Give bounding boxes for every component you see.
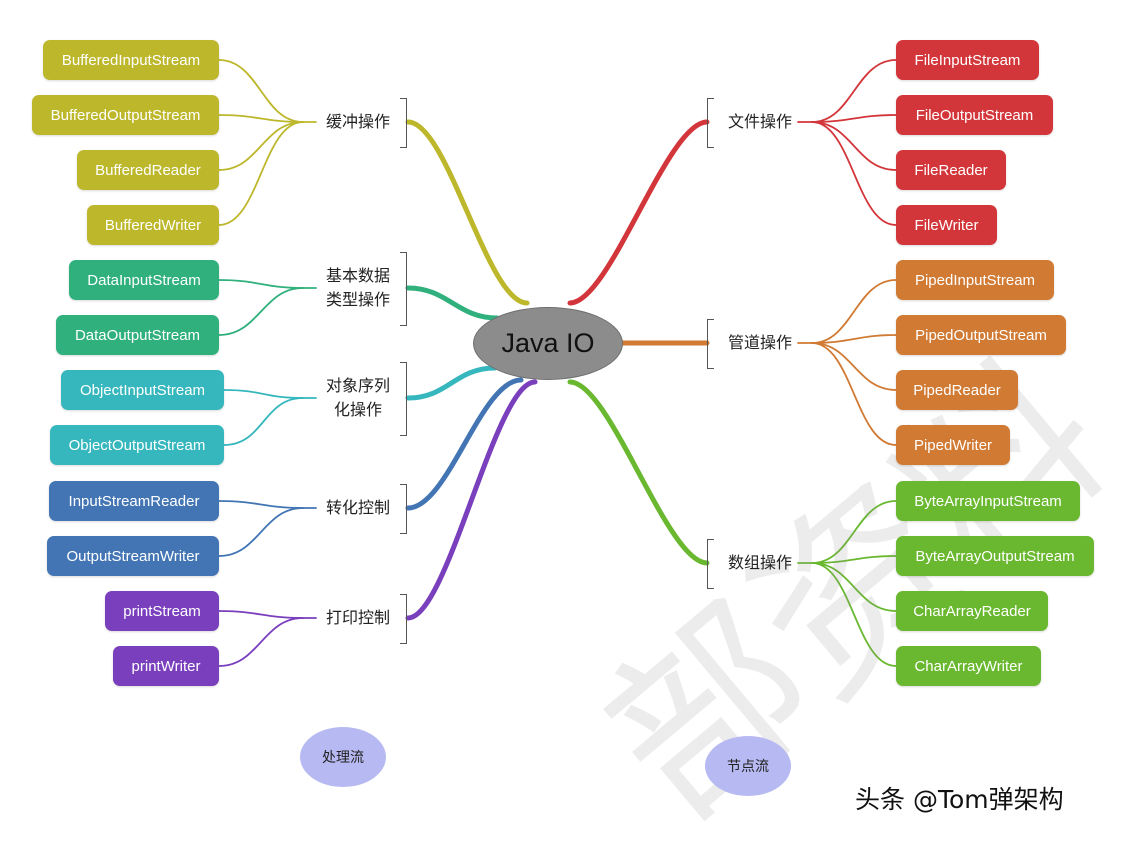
branch-right-0-2 bbox=[811, 121, 897, 171]
branch-left-4-1 bbox=[218, 617, 304, 667]
right-group-label-2: 数组操作 bbox=[727, 553, 792, 572]
branch-left-3-0 bbox=[218, 500, 304, 509]
center-node-java-io: Java IO bbox=[473, 307, 623, 380]
branch-right-2-1 bbox=[811, 555, 897, 564]
branch-left-0-2 bbox=[218, 121, 304, 171]
class-node: PipedOutputStream bbox=[896, 315, 1066, 355]
branch-right-0-1 bbox=[811, 114, 897, 123]
right-group-label-0: 文件操作 bbox=[727, 112, 792, 131]
trunk-left-4 bbox=[405, 379, 538, 621]
processing-stream-circle: 处理流 bbox=[300, 727, 386, 787]
branch-left-0-1 bbox=[218, 114, 304, 123]
left-group-label-0: 缓冲操作 bbox=[325, 112, 390, 131]
trunk-left-0 bbox=[405, 119, 530, 306]
class-node: DataInputStream bbox=[69, 260, 219, 300]
class-node: CharArrayReader bbox=[896, 591, 1048, 631]
left-group-label-3: 转化控制 bbox=[325, 498, 390, 517]
trunk-right-2 bbox=[567, 379, 710, 566]
class-node: DataOutputStream bbox=[56, 315, 219, 355]
branch-left-2-1 bbox=[223, 397, 304, 446]
left-group-label-2: 对象序列 化操作 bbox=[325, 376, 390, 419]
branch-left-4-0 bbox=[218, 610, 304, 619]
author-watermark: 头条 @Tom弹架构 bbox=[855, 785, 1064, 814]
class-node: BufferedInputStream bbox=[43, 40, 219, 80]
trunk-left-1 bbox=[405, 285, 500, 321]
left-group-bracket-0 bbox=[400, 98, 407, 148]
class-node: FileOutputStream bbox=[896, 95, 1053, 135]
class-node: OutputStreamWriter bbox=[47, 536, 219, 576]
class-node: PipedWriter bbox=[896, 425, 1010, 465]
trunk-left-2 bbox=[405, 365, 498, 401]
right-group-bracket-2 bbox=[707, 539, 714, 589]
branch-left-1-0 bbox=[218, 279, 304, 289]
right-group-bracket-0 bbox=[707, 98, 714, 148]
left-group-bracket-3 bbox=[400, 484, 407, 534]
left-group-bracket-1 bbox=[400, 252, 407, 326]
class-node: BufferedReader bbox=[77, 150, 219, 190]
branch-right-1-0 bbox=[811, 279, 897, 344]
class-node: ByteArrayOutputStream bbox=[896, 536, 1094, 576]
class-node: FileWriter bbox=[896, 205, 997, 245]
class-node: BufferedWriter bbox=[87, 205, 219, 245]
branch-left-0-0 bbox=[218, 59, 304, 123]
class-node: FileInputStream bbox=[896, 40, 1039, 80]
class-node: BufferedOutputStream bbox=[32, 95, 219, 135]
branch-right-2-0 bbox=[811, 500, 897, 564]
class-node: PipedInputStream bbox=[896, 260, 1054, 300]
branch-right-1-2 bbox=[811, 342, 897, 391]
class-node: ObjectInputStream bbox=[61, 370, 224, 410]
branch-right-1-1 bbox=[811, 334, 897, 344]
class-node: InputStreamReader bbox=[49, 481, 219, 521]
left-group-bracket-2 bbox=[400, 362, 407, 436]
left-group-label-1: 基本数据 类型操作 bbox=[325, 266, 390, 309]
class-node: printWriter bbox=[113, 646, 219, 686]
class-node: printStream bbox=[105, 591, 219, 631]
branch-right-0-3 bbox=[811, 121, 897, 226]
branch-left-0-3 bbox=[218, 121, 304, 226]
branch-left-3-1 bbox=[218, 507, 304, 557]
node-stream-circle: 节点流 bbox=[705, 736, 791, 796]
class-node: FileReader bbox=[896, 150, 1006, 190]
left-group-bracket-4 bbox=[400, 594, 407, 644]
class-node: PipedReader bbox=[896, 370, 1018, 410]
right-group-label-1: 管道操作 bbox=[727, 333, 792, 352]
branch-left-2-0 bbox=[223, 389, 304, 399]
branch-right-2-3 bbox=[811, 562, 897, 667]
branch-left-1-1 bbox=[218, 287, 304, 336]
branch-right-0-0 bbox=[811, 59, 897, 123]
class-node: ByteArrayInputStream bbox=[896, 481, 1080, 521]
class-node: CharArrayWriter bbox=[896, 646, 1041, 686]
trunk-right-0 bbox=[567, 119, 710, 306]
right-group-bracket-1 bbox=[707, 319, 714, 369]
branch-right-2-2 bbox=[811, 562, 897, 612]
left-group-label-4: 打印控制 bbox=[325, 608, 390, 627]
class-node: ObjectOutputStream bbox=[50, 425, 224, 465]
trunk-left-3 bbox=[405, 377, 524, 511]
branch-right-1-3 bbox=[811, 342, 897, 446]
mindmap-connectors bbox=[218, 59, 897, 667]
